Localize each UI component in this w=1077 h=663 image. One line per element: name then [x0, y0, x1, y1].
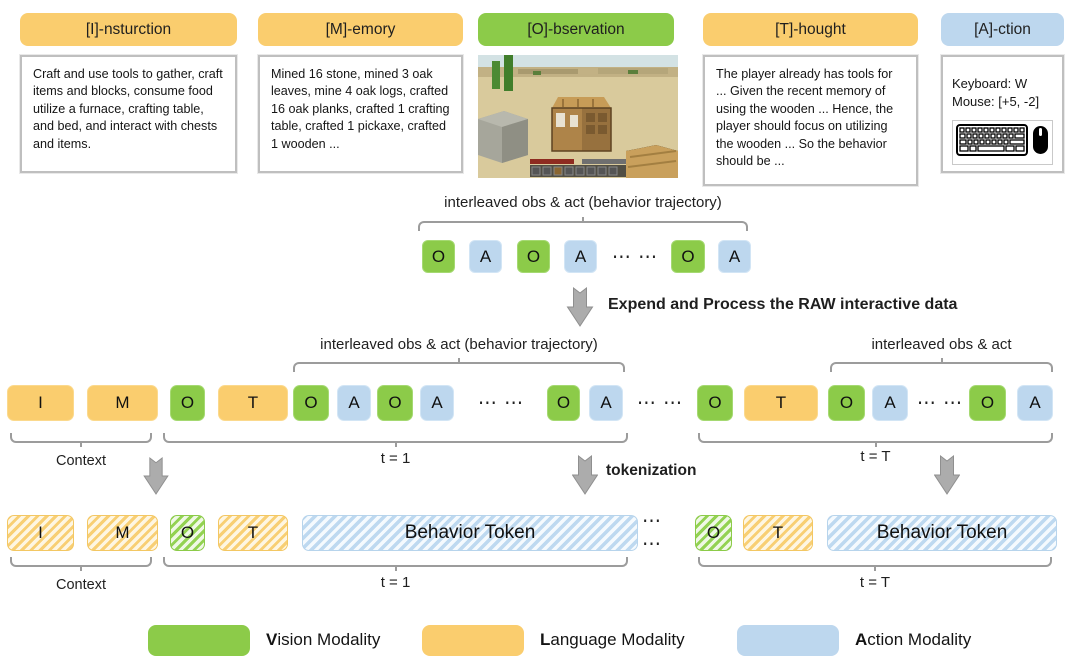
- language-token-hatched: T: [218, 515, 288, 551]
- tokenization-label: tokenization: [606, 462, 697, 479]
- down-arrow-icon: [143, 456, 169, 500]
- row1-brace: [418, 221, 748, 231]
- language-token: T: [218, 385, 288, 421]
- action-body: Keyboard: W Mouse: [+5, -2]: [941, 55, 1064, 173]
- action-token: A: [564, 240, 597, 273]
- ellipsis: ⋯ ⋯: [636, 392, 684, 414]
- row2-t1-brace: [163, 433, 628, 443]
- vision-modality-swatch: [148, 625, 250, 656]
- vision-token: O: [969, 385, 1006, 421]
- action-token: A: [337, 385, 371, 421]
- row3-t1-label: t = 1: [380, 574, 411, 591]
- row2-t1-label: t = 1: [380, 450, 411, 467]
- row2-brace-right: [830, 362, 1053, 372]
- language-modality-label: Language Modality: [540, 630, 685, 650]
- vision-token: O: [293, 385, 329, 421]
- row2-tT-label: t = T: [860, 448, 891, 465]
- row1-title: interleaved obs & act (behavior trajecto…: [444, 194, 722, 211]
- row3-context-brace: [10, 557, 152, 567]
- down-arrow-icon: [565, 286, 595, 332]
- row2-title-left: interleaved obs & act (behavior trajecto…: [320, 336, 598, 353]
- language-modality-swatch: [422, 625, 524, 656]
- vision-token: O: [517, 240, 550, 273]
- vision-token: O: [671, 240, 705, 273]
- action-header: [A]-ction: [941, 13, 1064, 46]
- action-token: A: [589, 385, 623, 421]
- legend-rest: ision Modality: [277, 630, 381, 649]
- vision-token-hatched: O: [170, 515, 205, 551]
- minecraft-observation-image: [478, 55, 678, 178]
- behavior-token: Behavior Token: [302, 515, 638, 551]
- vision-token: O: [828, 385, 865, 421]
- legend-bold-letter: L: [540, 630, 551, 649]
- language-token-hatched: M: [87, 515, 158, 551]
- row2-title-right: interleaved obs & act: [871, 336, 1012, 353]
- legend-bold-letter: A: [855, 630, 868, 649]
- ellipsis: ⋯ ⋯: [916, 392, 964, 414]
- language-token: I: [7, 385, 74, 421]
- row3-tT-brace: [698, 557, 1052, 567]
- language-token: T: [744, 385, 818, 421]
- row2-context-brace: [10, 433, 152, 443]
- row3-t1-brace: [163, 557, 628, 567]
- row3-context-label: Context: [56, 577, 106, 593]
- row2-brace-left: [293, 362, 625, 372]
- observation-header: [O]-bservation: [478, 13, 674, 46]
- row3-tT-label: t = T: [859, 574, 891, 591]
- vision-token: O: [697, 385, 733, 421]
- action-modality-label: Action Modality: [855, 630, 971, 650]
- language-token: M: [87, 385, 158, 421]
- thought-header: [T]-hought: [703, 13, 918, 46]
- keyboard-icon: [956, 123, 1028, 161]
- vision-token: O: [422, 240, 455, 273]
- action-token: A: [420, 385, 454, 421]
- language-token-hatched: I: [7, 515, 74, 551]
- instruction-body: Craft and use tools to gather, craft ite…: [20, 55, 237, 173]
- vision-token: O: [547, 385, 580, 421]
- vision-token: O: [377, 385, 413, 421]
- expand-arrow-label: Expend and Process the RAW interactive d…: [608, 296, 958, 313]
- ellipsis: ⋯ ⋯: [477, 392, 525, 414]
- legend-rest: ction Modality: [867, 630, 972, 649]
- input-devices-frame: [952, 119, 1053, 165]
- instruction-header: [I]-nsturction: [20, 13, 237, 46]
- action-mouse-text: Mouse: [+5, -2]: [952, 93, 1040, 109]
- action-token: A: [718, 240, 751, 273]
- mouse-icon: [1032, 125, 1049, 160]
- legend-rest: anguage Modality: [550, 630, 685, 649]
- thought-body: The player already has tools for ... Giv…: [703, 55, 918, 186]
- behavior-token: Behavior Token: [827, 515, 1057, 551]
- action-keyboard-text: Keyboard: W: [952, 76, 1028, 91]
- action-modality-swatch: [737, 625, 839, 656]
- vision-token: O: [170, 385, 205, 421]
- row2-context-label: Context: [56, 453, 106, 469]
- down-arrow-icon: [933, 454, 961, 500]
- row2-tT-brace: [698, 433, 1053, 443]
- memory-header: [M]-emory: [258, 13, 463, 46]
- language-token-hatched: T: [743, 515, 813, 551]
- legend-bold-letter: V: [266, 630, 278, 649]
- vision-modality-label: Vision Modality: [266, 630, 380, 650]
- vision-token-hatched: O: [695, 515, 732, 551]
- ellipsis: ⋯ ⋯: [611, 246, 659, 268]
- down-arrow-icon: [571, 454, 599, 500]
- action-token: A: [872, 385, 908, 421]
- action-token: A: [1017, 385, 1053, 421]
- ellipsis: ⋯ ⋯: [642, 511, 662, 555]
- memory-body: Mined 16 stone, mined 3 oak leaves, mine…: [258, 55, 463, 173]
- action-token: A: [469, 240, 502, 273]
